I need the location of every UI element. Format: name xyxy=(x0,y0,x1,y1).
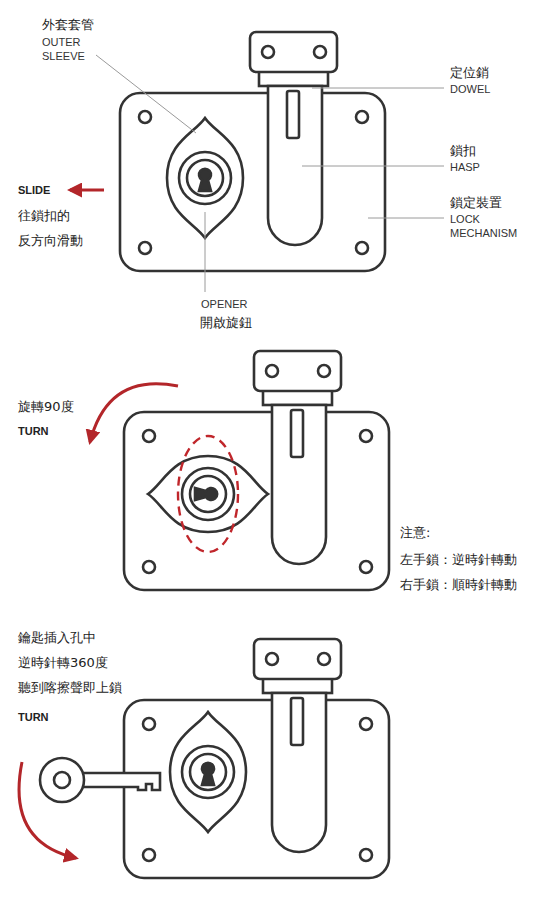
drawing-stroke xyxy=(124,351,389,590)
drawing-stroke xyxy=(178,436,238,552)
drawing-stroke xyxy=(40,758,84,802)
drawing-stroke xyxy=(302,166,444,167)
part-label: OPENER xyxy=(201,297,247,311)
drawing-stroke xyxy=(54,772,70,788)
part-label: 鎖定裝置 xyxy=(450,194,502,212)
drawing-stroke xyxy=(70,189,104,192)
drawing-stroke xyxy=(312,88,444,89)
part-label: 鎖扣 xyxy=(450,142,476,160)
step-label: TURN xyxy=(18,710,49,724)
drawing-stroke xyxy=(148,456,268,532)
drawing-stroke xyxy=(90,384,178,442)
instruction-text: 鑰匙插入孔中 逆時針轉360度 聽到喀擦聲即上鎖 xyxy=(18,625,122,700)
drawing-stroke xyxy=(40,758,160,802)
drawing-stroke xyxy=(368,218,444,219)
drawing-stroke xyxy=(19,762,76,858)
drawing-stroke xyxy=(170,712,246,832)
part-label: HASP xyxy=(450,160,480,174)
drawing-stroke xyxy=(124,639,389,878)
part-label: 開啟旋鈕 xyxy=(200,314,252,332)
note-text: 注意: xyxy=(400,524,430,542)
drawing-stroke xyxy=(96,55,444,292)
note-text: 右手鎖：順時針轉動 xyxy=(400,576,517,594)
part-label: 外套套管 xyxy=(42,16,94,34)
drawing-stroke xyxy=(120,32,385,271)
step-label: TURN xyxy=(18,424,49,438)
part-label: 定位銷 xyxy=(450,64,489,82)
instruction-text: 往鎖扣的 反方向滑動 xyxy=(18,203,83,253)
step-label: SLIDE xyxy=(18,183,50,197)
step-label: 旋轉90度 xyxy=(18,398,74,416)
part-label: DOWEL xyxy=(450,82,490,96)
part-label: OUTER SLEEVE xyxy=(42,35,85,63)
note-text: 左手鎖：逆時針轉動 xyxy=(400,551,517,569)
drawing-stroke xyxy=(205,212,206,292)
part-label: LOCK MECHANISM xyxy=(450,212,517,240)
drawing-stroke xyxy=(96,55,196,133)
drawing-stroke xyxy=(82,773,160,790)
